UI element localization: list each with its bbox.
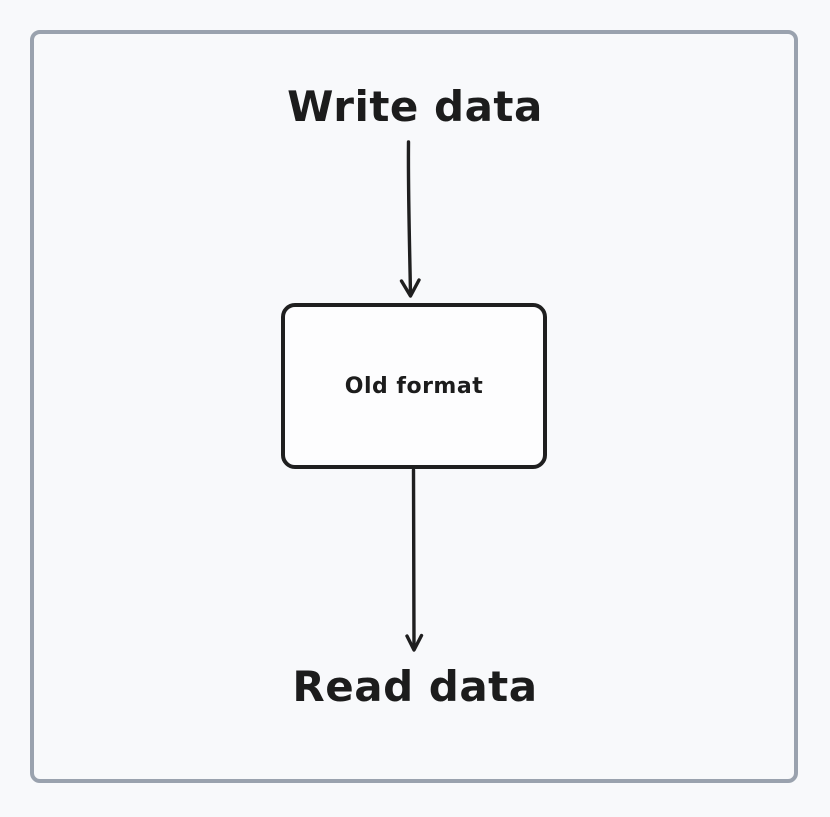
arrow-down-icon (399, 140, 421, 298)
write-data-label: Write data (287, 82, 543, 131)
old-format-node-label: Old format (344, 373, 484, 399)
old-format-node: Old format (281, 303, 547, 469)
arrow-down-icon (405, 468, 424, 652)
read-data-label: Read data (292, 662, 538, 711)
